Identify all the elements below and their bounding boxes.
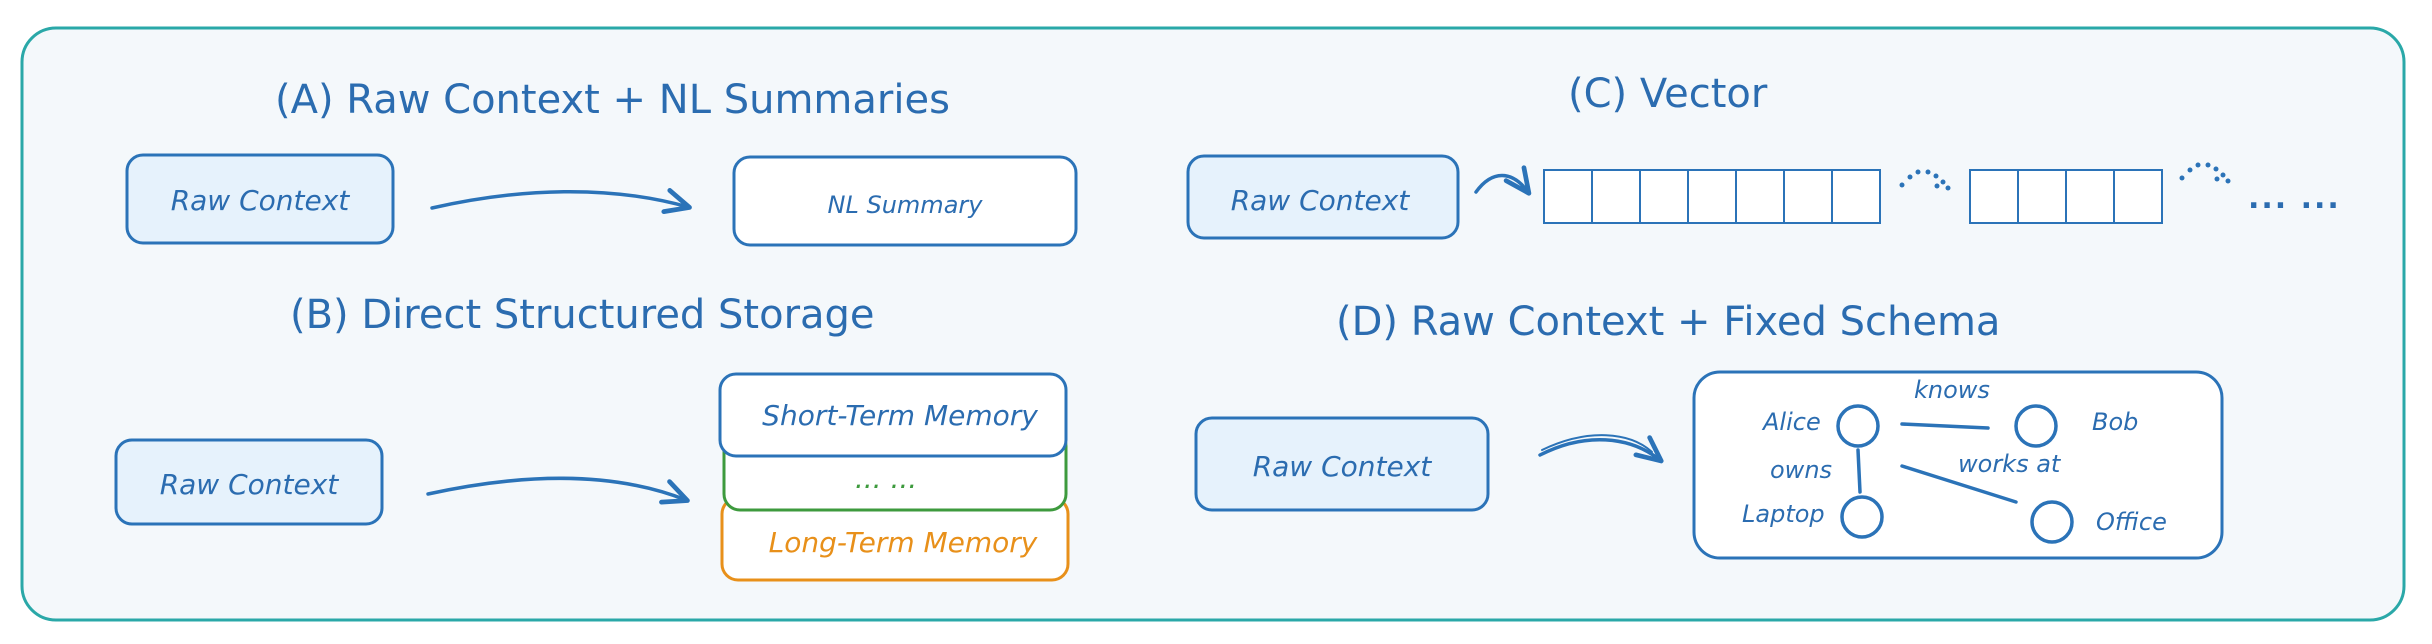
vector-ellipsis: ... ... [2248,181,2341,216]
edge-works-at-label: works at [1958,450,2062,478]
edge-owns-line [1856,448,1862,494]
vector-cell [1969,169,2019,224]
panel-a-raw-context-label: Raw Context [171,184,351,217]
panel-d-raw-context-label: Raw Context [1253,450,1433,483]
node-bob-label: Bob [2092,408,2138,436]
edge-works-at-line [1900,464,2018,504]
short-term-memory-box [718,372,1068,458]
node-office-label: Office [2096,508,2167,536]
panel-a-title: (A) Raw Context + NL Summaries [275,77,950,123]
vector-cell [1687,169,1737,224]
panel-d-title: (D) Raw Context + Fixed Schema [1336,299,2000,345]
vector-cell [1639,169,1689,224]
panel-b-arrow [426,476,690,505]
vector-cell [1543,169,1593,224]
vector-cell [1591,169,1641,224]
node-office-circle [2030,500,2074,544]
short-term-memory-label: Short-Term Memory [762,399,1038,432]
panel-b-raw-context-label: Raw Context [160,468,340,501]
edge-owns-label: owns [1770,456,1832,484]
vector-cells-group-1 [1543,169,1881,224]
node-alice-label: Alice [1761,408,1821,436]
long-term-memory-label: Long-Term Memory [769,526,1038,559]
node-alice-circle [1836,404,1880,448]
vector-cell [2017,169,2067,224]
panel-c-title: (C) Vector [1568,71,1768,117]
vector-dots-1 [1899,169,1951,191]
schema-graph-box [1692,370,2224,560]
panel-a-arrow [430,188,692,214]
panel-c-raw-context-box [1186,154,1460,240]
panel-b-title: (B) Direct Structured Storage [290,292,875,338]
middle-memory-label: ... ... [855,462,917,495]
vector-cell [1783,169,1833,224]
edge-knows-line [1900,422,1990,430]
panel-c-arrow [1474,165,1532,196]
panel-d-raw-context-box [1194,416,1490,512]
panel-d-arrow [1538,435,1664,464]
vector-dots-2 [2179,162,2231,184]
vector-cell [2113,169,2163,224]
vector-cell [1831,169,1881,224]
panel-d-arrow-shadow [1541,434,1653,453]
vector-cell [1735,169,1785,224]
edge-knows-label: knows [1914,376,1990,404]
vector-cell [2065,169,2115,224]
node-laptop-label: Laptop [1742,500,1825,528]
nl-summary-label: NL Summary [828,191,984,219]
node-bob-circle [2014,404,2058,448]
node-laptop-circle [1840,495,1884,539]
panel-b-raw-context-box [114,438,384,526]
panel-a-raw-context-box [125,153,395,245]
panel-c-raw-context-label: Raw Context [1231,184,1411,217]
vector-cells-group-2 [1969,169,2163,224]
nl-summary-box [732,155,1078,247]
